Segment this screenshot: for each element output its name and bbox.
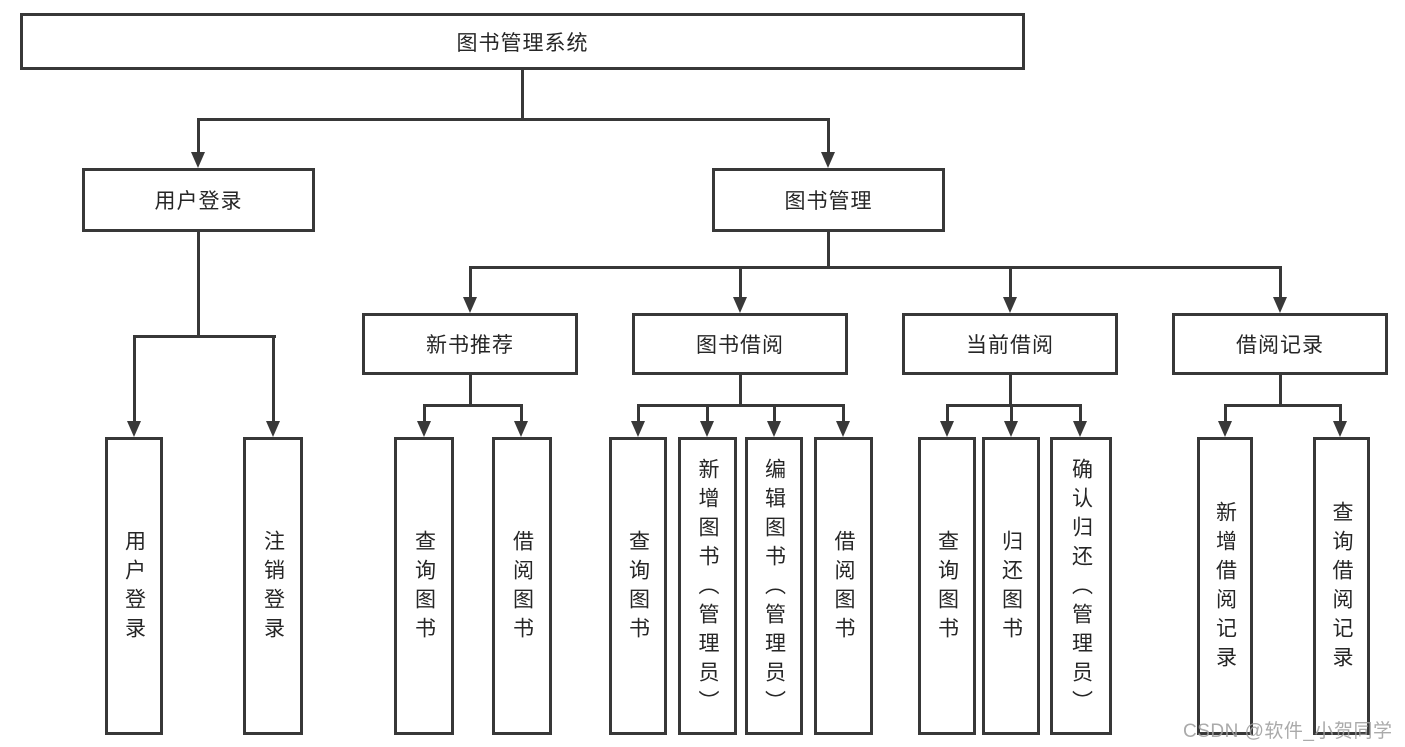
arrowhead-down-icon (127, 421, 141, 437)
leaf-borrow-add-books-admin: 新增图书（管理员） (678, 437, 737, 735)
connector-line (827, 118, 830, 153)
leaf-borrow-query-books: 查询图书 (609, 437, 667, 735)
arrowhead-down-icon (1003, 297, 1017, 313)
connector-line (1010, 404, 1013, 423)
arrowhead-down-icon (821, 152, 835, 168)
connector-line (197, 118, 200, 153)
connector-line (423, 404, 426, 423)
connector-line (197, 232, 200, 337)
connector-line (706, 404, 709, 423)
leaf-records-query-record: 查询借阅记录 (1313, 437, 1370, 735)
node-new-book-recommend: 新书推荐 (362, 313, 578, 375)
node-root-system: 图书管理系统 (20, 13, 1025, 70)
connector-line (521, 70, 524, 120)
arrowhead-down-icon (836, 421, 850, 437)
leaf-borrow-borrow-books: 借阅图书 (814, 437, 873, 735)
arrowhead-down-icon (514, 421, 528, 437)
arrowhead-down-icon (700, 421, 714, 437)
arrowhead-down-icon (463, 297, 477, 313)
arrowhead-down-icon (631, 421, 645, 437)
node-current-borrow: 当前借阅 (902, 313, 1118, 375)
connector-line (469, 266, 472, 300)
connector-line (637, 404, 640, 423)
connector-line (469, 266, 1281, 269)
connector-line (272, 335, 275, 423)
leaf-user-login: 用户登录 (105, 437, 163, 735)
leaf-logout: 注销登录 (243, 437, 303, 735)
arrowhead-down-icon (733, 297, 747, 313)
leaf-current-return-books: 归还图书 (982, 437, 1040, 735)
connector-line (133, 335, 136, 423)
arrowhead-down-icon (1218, 421, 1232, 437)
connector-line (1079, 404, 1082, 423)
connector-line (423, 404, 523, 407)
arrowhead-down-icon (940, 421, 954, 437)
leaf-newbook-query-books: 查询图书 (394, 437, 454, 735)
connector-line (827, 232, 830, 268)
connector-line (1224, 404, 1342, 407)
arrowhead-down-icon (1333, 421, 1347, 437)
connector-line (520, 404, 523, 423)
connector-line (946, 404, 949, 423)
connector-line (1009, 266, 1012, 300)
arrowhead-down-icon (767, 421, 781, 437)
connector-line (1339, 404, 1342, 423)
arrowhead-down-icon (1004, 421, 1018, 437)
connector-line (739, 266, 742, 300)
arrowhead-down-icon (191, 152, 205, 168)
node-book-borrow: 图书借阅 (632, 313, 848, 375)
connector-line (637, 404, 845, 407)
connector-line (773, 404, 776, 423)
leaf-borrow-edit-books-admin: 编辑图书（管理员） (745, 437, 803, 735)
connector-line (842, 404, 845, 423)
connector-line (1009, 375, 1012, 406)
connector-line (1279, 375, 1282, 406)
arrowhead-down-icon (1273, 297, 1287, 313)
watermark-text: CSDN @软件_小贺同学 (1183, 721, 1393, 742)
leaf-newbook-borrow-books: 借阅图书 (492, 437, 552, 735)
connector-line (197, 118, 830, 121)
node-borrow-records: 借阅记录 (1172, 313, 1388, 375)
leaf-current-confirm-return-admin: 确认归还（管理员） (1050, 437, 1112, 735)
node-user-login: 用户登录 (82, 168, 315, 232)
arrowhead-down-icon (1073, 421, 1087, 437)
connector-line (946, 404, 1082, 407)
connector-line (1224, 404, 1227, 423)
connector-line (133, 335, 276, 338)
leaf-current-query-books: 查询图书 (918, 437, 976, 735)
arrowhead-down-icon (266, 421, 280, 437)
connector-line (469, 375, 472, 406)
connector-line (739, 375, 742, 406)
arrowhead-down-icon (417, 421, 431, 437)
connector-line (1279, 266, 1282, 300)
leaf-records-add-record: 新增借阅记录 (1197, 437, 1253, 735)
node-book-management: 图书管理 (712, 168, 945, 232)
